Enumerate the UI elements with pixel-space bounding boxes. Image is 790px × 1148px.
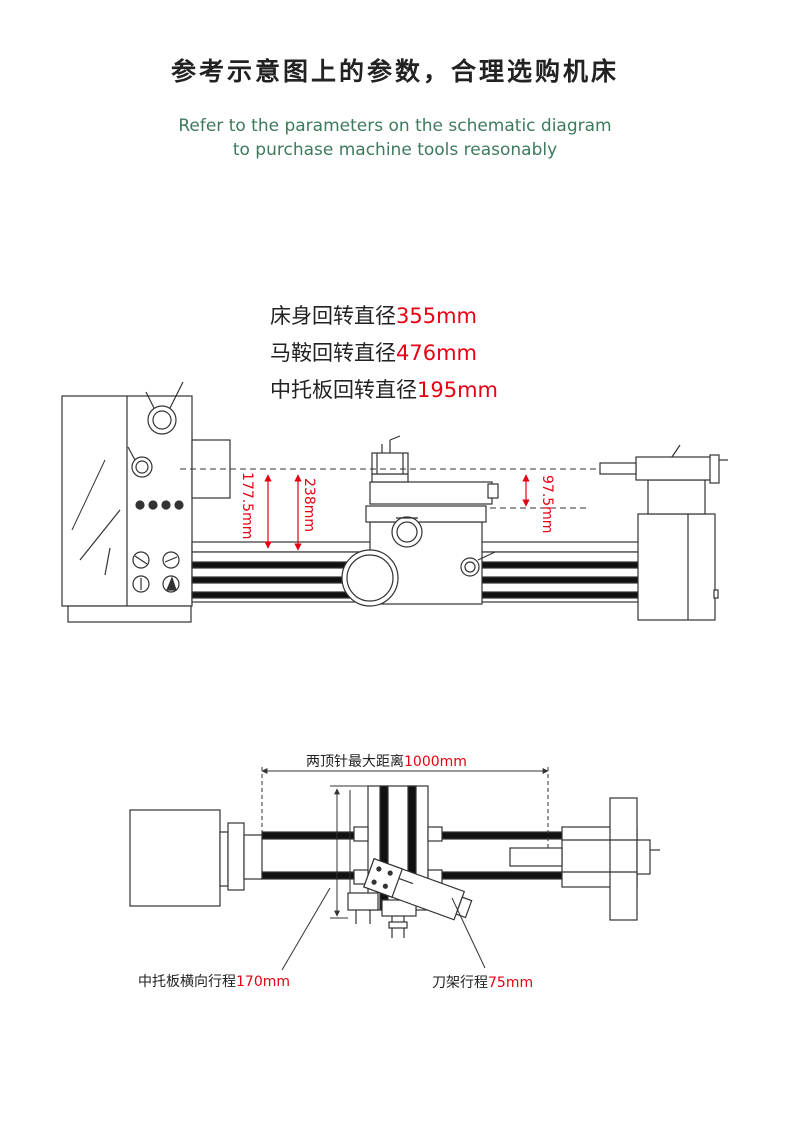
- subtitle-line-2: to purchase machine tools reasonably: [232, 140, 558, 160]
- top-headstock: [129, 809, 221, 907]
- spec-saddle-swing: 马鞍回转直径476mm: [270, 337, 477, 367]
- dim-label-238: 238mm: [301, 478, 317, 532]
- cross-travel-label: 中托板横向行程: [138, 974, 236, 990]
- headstock-base: [67, 605, 192, 623]
- centers-value: 1000mm: [404, 754, 467, 770]
- spec-bed-swing-value: 355mm: [396, 304, 477, 328]
- leader-cross-travel: [281, 887, 331, 971]
- leader-tool-travel: [451, 897, 486, 969]
- lathe-top-view: [129, 785, 660, 938]
- saddle: [365, 505, 487, 523]
- svg-text:刀架行程75mm: 刀架行程75mm: [432, 975, 533, 991]
- dim-label-177: 177.5mm: [239, 472, 255, 539]
- svg-text:两顶针最大距离1000mm: 两顶针最大距离1000mm: [306, 753, 467, 770]
- svg-text:中托板横向行程170mm: 中托板横向行程170mm: [138, 974, 290, 990]
- tool-travel-value: 75mm: [488, 975, 533, 991]
- spec-saddle-swing-value: 476mm: [396, 341, 477, 365]
- dim-label-97: 97.5mm: [539, 475, 555, 533]
- subtitle-line-1: Refer to the parameters on the schematic…: [178, 116, 612, 136]
- cross-travel-value: 170mm: [236, 974, 290, 990]
- top-compound-rest: [363, 857, 473, 921]
- tailstock: [637, 513, 716, 621]
- centers-label: 两顶针最大距离: [306, 753, 404, 770]
- spec-cross-slide-swing-label: 中托板回转直径: [270, 378, 417, 402]
- page-title: 参考示意图上的参数，合理选购机床: [170, 57, 619, 86]
- spec-cross-slide-swing: 中托板回转直径195mm: [270, 374, 498, 404]
- cross-slide: [369, 481, 493, 505]
- spec-saddle-swing-label: 马鞍回转直径: [270, 341, 396, 365]
- spec-bed-swing-label: 床身回转直径: [270, 304, 396, 328]
- spec-cross-slide-swing-value: 195mm: [417, 378, 498, 402]
- spec-bed-swing: 床身回转直径355mm: [270, 300, 477, 330]
- tool-travel-label: 刀架行程: [432, 975, 488, 991]
